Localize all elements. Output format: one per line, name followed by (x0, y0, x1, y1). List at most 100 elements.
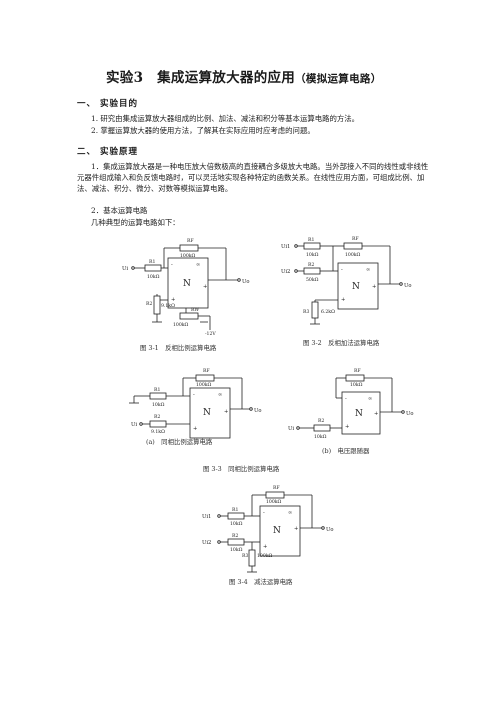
caption-fig-3-2: 图 3-2 反相加法运算电路 (303, 339, 380, 347)
output-voltage-label: Uo (406, 411, 414, 417)
opamp-minus: - (341, 267, 343, 273)
opamp-label: N (273, 526, 281, 536)
input-2-label: Ui2 (202, 540, 211, 546)
opamp-minus: - (345, 396, 347, 402)
rf-value: 10kΩ (350, 382, 363, 388)
opamp-plus: + (341, 297, 345, 303)
r2-value: 9.1kΩ (161, 303, 175, 309)
r1-label: R1 (154, 387, 160, 393)
rw-label: RW (191, 307, 199, 313)
caption-fig-3-3a: (a) 同相比例运算电路 (146, 438, 213, 446)
section-heading-objectives: 一、 实验目的 (77, 99, 138, 109)
rf-label: RF (203, 368, 210, 374)
title-main: 实验3 集成运算放大器的应用 (106, 70, 296, 86)
resistor-r1 (227, 512, 245, 520)
output-voltage-label: Uo (254, 408, 262, 414)
opamp-out-plus: + (374, 411, 378, 417)
principle-item-2: 2．基本运算电路 (91, 206, 148, 215)
r2-value: 10kΩ (230, 547, 243, 553)
caption-fig-3-3: 图 3-3 同相比例运算电路 (203, 465, 280, 473)
r3-value: 6.2kΩ (321, 309, 335, 315)
output-voltage-label: Uo (242, 279, 250, 285)
r2-value: 9.1kΩ (151, 429, 165, 435)
rf-value: 100kΩ (345, 252, 361, 258)
resistor-r2 (227, 538, 245, 546)
r2-value: 50kΩ (306, 277, 319, 283)
r2-label: R2 (308, 262, 314, 268)
r3-value: 100kΩ (257, 553, 273, 559)
opamp-label: N (355, 409, 363, 419)
r2-value: 10kΩ (314, 434, 327, 440)
opamp-out-plus: + (224, 409, 228, 415)
opamp-label: N (352, 282, 360, 292)
r3-label: R3 (303, 309, 309, 315)
page-title: 实验3 集成运算放大器的应用（模拟运算电路） (106, 66, 382, 86)
r1-label: R1 (232, 507, 238, 513)
resistor-rf (265, 491, 285, 499)
r1-value: 10kΩ (147, 274, 160, 280)
title-sub: （模拟运算电路） (295, 73, 382, 85)
objective-item-2: 2. 掌握运算放大器的使用方法，了解其在实际应用时应考虑的问题。 (91, 126, 315, 135)
opamp-plus: + (263, 544, 267, 550)
output-voltage-label: Uo (326, 527, 334, 533)
opamp-box (341, 391, 381, 435)
input-voltage-label: Ui (288, 426, 294, 432)
input-1-label: Ui1 (202, 514, 211, 520)
opamp-label: N (183, 279, 191, 289)
rf-value: 100kΩ (196, 382, 212, 388)
caption-fig-3-4: 图 3-4 减法运算电路 (229, 578, 293, 586)
opamp-infinity: ∞ (288, 510, 292, 516)
r1-value: 10kΩ (230, 521, 243, 527)
input-voltage-label: Ui (122, 266, 128, 272)
resistor-r3 (248, 549, 256, 567)
caption-fig-3-3b: (b) 电压跟随器 (322, 447, 370, 455)
input-2-label: Ui2 (281, 269, 290, 275)
rf-label: RF (354, 368, 361, 374)
r2-label: R2 (318, 418, 324, 424)
opamp-box (337, 262, 379, 310)
r2-label: R2 (154, 414, 160, 420)
rf-label: RF (273, 485, 280, 491)
input-1-label: Ui1 (281, 244, 290, 250)
opamp-box (167, 257, 209, 309)
opamp-box (189, 387, 231, 439)
opamp-minus: - (171, 262, 173, 268)
caption-fig-3-1: 图 3-1 反相比例运算电路 (140, 344, 217, 352)
circuits-intro: 几种典型的运算电路如下： (91, 218, 180, 227)
opamp-infinity: ∞ (366, 267, 370, 273)
r3-label: R3 (242, 553, 248, 559)
opamp-plus: + (171, 297, 175, 303)
r2-label: R2 (232, 533, 238, 539)
opamp-minus: - (193, 392, 195, 398)
rf-label: RF (352, 236, 359, 242)
input-voltage-label: Ui (131, 422, 137, 428)
rw-value: 100kΩ (173, 322, 189, 328)
opamp-plus: + (345, 424, 349, 430)
opamp-label: N (203, 408, 211, 418)
opamp-box (259, 505, 301, 557)
opamp-out-plus: + (372, 284, 376, 290)
rf-label: RF (187, 238, 194, 244)
r1-label: R1 (308, 237, 314, 243)
opamp-infinity: ∞ (368, 396, 372, 402)
r2-label: R2 (146, 301, 152, 307)
opamp-infinity: ∞ (196, 262, 200, 268)
r1-value: 10kΩ (152, 402, 165, 408)
objective-item-1: 1. 研究由集成运算放大器组成的比例、加法、减法和积分等基本运算电路的方法。 (91, 114, 360, 123)
rf-value: 100kΩ (266, 499, 282, 505)
r1-label: R1 (149, 259, 155, 265)
opamp-plus: + (193, 426, 197, 432)
opamp-minus: - (263, 510, 265, 516)
principle-paragraph: 1．集成运算放大器是一种电压放大倍数极高的直接耦合多级放大电路。当外部接入不同的… (77, 162, 429, 193)
r1-value: 10kΩ (306, 252, 319, 258)
section-heading-principles: 二、 实验原理 (77, 147, 138, 157)
rf-value: 100kΩ (180, 253, 196, 259)
opamp-out-plus: + (294, 526, 298, 532)
opamp-infinity: ∞ (218, 392, 222, 398)
opamp-out-plus: + (203, 284, 207, 290)
supply-label: -12V (205, 331, 216, 337)
